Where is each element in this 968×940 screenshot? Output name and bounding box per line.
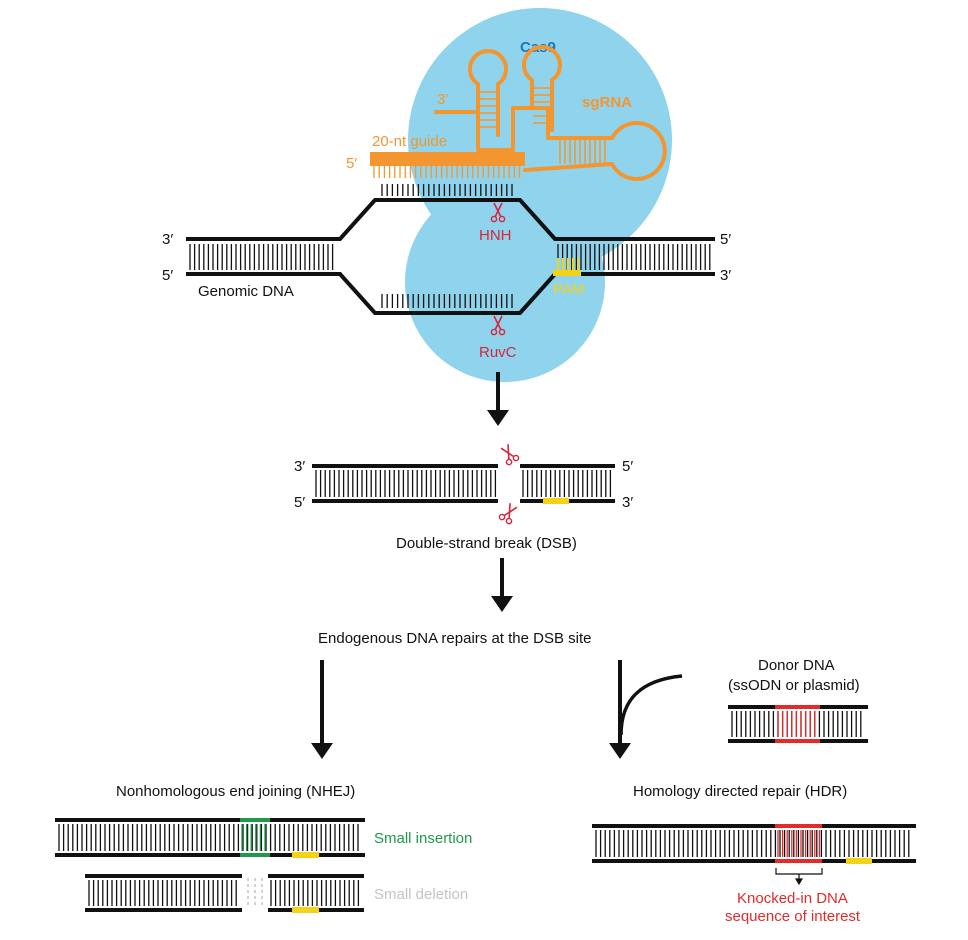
scissors-icon <box>490 202 506 223</box>
scissors-icon <box>500 444 520 466</box>
deletion-base-pairs <box>88 880 360 906</box>
dsb-right-bottom-end: 3′ <box>622 494 633 511</box>
hnh-label: HNH <box>479 227 512 244</box>
cas9-complex: Cas9 <box>405 8 672 382</box>
genomic-right-bottom-end: 3′ <box>720 267 731 284</box>
sgrna-loop-2 <box>511 45 562 132</box>
repair-heading: Endogenous DNA repairs at the DSB site <box>318 630 592 647</box>
dsb-left-top-end: 3′ <box>294 458 305 475</box>
arrow-to-repair <box>491 558 513 612</box>
scissors-icon <box>490 315 506 336</box>
insertion-label: Small insertion <box>374 830 472 847</box>
knockin-label-line1: Knocked-in DNA <box>737 890 848 907</box>
ruvc-label: RuvC <box>479 344 517 361</box>
hdr-base-pairs <box>595 830 910 857</box>
genomic-dna-label: Genomic DNA <box>198 283 294 300</box>
guide-rna: 20-nt guide 5′ <box>346 133 525 178</box>
donor-base-pairs <box>731 711 862 737</box>
hdr-title: Homology directed repair (HDR) <box>633 783 847 800</box>
donor-title: Donor DNA <box>758 657 835 674</box>
sgrna-base-pairs <box>479 87 606 164</box>
genomic-left-top-end: 3′ <box>162 231 173 248</box>
dna-bottom-strand <box>186 272 715 315</box>
scissors-icon <box>498 503 518 525</box>
deletion-gap <box>247 878 263 908</box>
arrow-to-hdr <box>609 660 683 759</box>
nhej-deletion-dna <box>85 874 364 913</box>
dsb-caption: Double-strand break (DSB) <box>396 535 577 552</box>
pam-label: PAM <box>553 281 584 298</box>
dsb-pam-site <box>543 498 569 504</box>
dsb-base-pairs <box>315 470 612 497</box>
hnh-cut: HNH <box>479 202 512 244</box>
genomic-left-bottom-end: 5′ <box>162 267 173 284</box>
hdr-dna <box>592 824 916 864</box>
sgrna-label: sgRNA <box>582 94 632 111</box>
dsb-right-top-end: 5′ <box>622 458 633 475</box>
pam-base-pairs <box>557 258 579 270</box>
arrow-to-nhej <box>311 660 333 759</box>
sgrna-strand <box>434 106 667 181</box>
insertion-base-pairs <box>58 824 359 851</box>
deletion-label: Small deletion <box>374 886 468 903</box>
donor-dna: Donor DNA (ssODN or plasmid) <box>728 657 868 743</box>
dsb-dna: 3′ 5′ 5′ 3′ Double-strand break (DSB) <box>294 444 633 552</box>
pam-site <box>553 270 581 276</box>
guide-5prime-label: 5′ <box>346 155 357 172</box>
nhej-title: Nonhomologous end joining (NHEJ) <box>116 783 355 800</box>
knockin-label-line2: sequence of interest <box>725 908 861 925</box>
ruvc-cut: RuvC <box>479 315 517 361</box>
guide-label: 20-nt guide <box>372 133 447 150</box>
knockin-bracket <box>775 868 823 886</box>
nhej-insertion-dna <box>55 818 365 858</box>
dsb-left-bottom-end: 5′ <box>294 494 305 511</box>
sgrna-3prime-label: 3′ <box>437 91 448 108</box>
arrow-to-dsb <box>487 372 509 426</box>
guide-bases <box>373 166 521 178</box>
sgrna: sgRNA 3′ <box>434 45 667 181</box>
donor-subtitle: (ssODN or plasmid) <box>728 677 860 694</box>
sgrna-loop-1 <box>468 49 508 137</box>
genomic-dna-base-pairs <box>189 184 711 308</box>
genomic-dna <box>186 198 715 315</box>
genomic-right-top-end: 5′ <box>720 231 731 248</box>
dna-top-strand <box>186 198 715 241</box>
cas9-lobe-lower <box>405 182 605 382</box>
guide-bar <box>370 152 525 166</box>
